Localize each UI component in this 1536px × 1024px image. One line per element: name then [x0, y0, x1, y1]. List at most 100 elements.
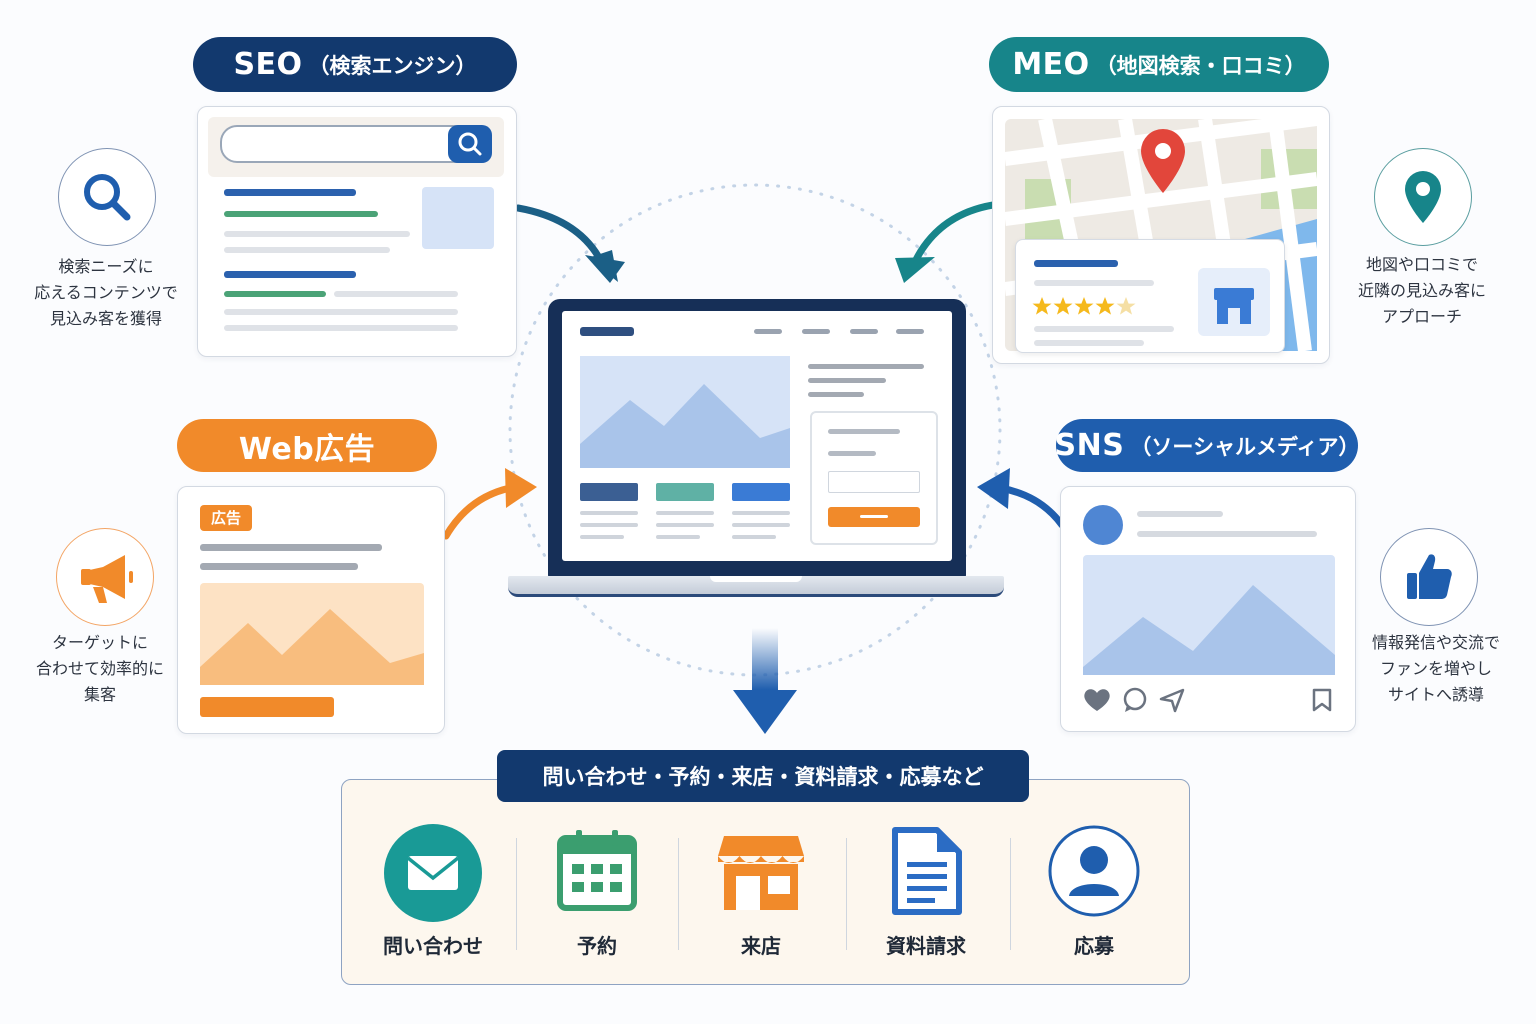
webad-title: Web広告 — [238, 431, 376, 467]
sns-post-card — [1060, 486, 1356, 732]
business-text-line — [1034, 280, 1154, 286]
laptop-notch — [710, 576, 802, 582]
post-text-line — [1137, 531, 1317, 537]
store-icon — [1214, 288, 1254, 324]
result-text-line — [224, 231, 410, 237]
webad-description: ターゲットに 合わせて効率的に 集客 — [35, 633, 164, 704]
site-text-line — [580, 535, 624, 539]
search-button[interactable] — [448, 125, 492, 163]
laptop-base — [508, 576, 1004, 597]
sns-icon-badge — [1380, 528, 1478, 626]
result-url-line — [224, 291, 326, 297]
form-input[interactable] — [828, 471, 920, 493]
sns-arrowhead — [977, 468, 1010, 509]
share-icon[interactable] — [1159, 687, 1187, 713]
result-text-line — [224, 309, 458, 315]
down-arrow-head — [733, 690, 797, 734]
site-nav-item — [802, 329, 830, 334]
search-icon — [458, 132, 482, 156]
meo-arrowhead — [895, 257, 935, 283]
site-nav-item — [754, 329, 782, 334]
conversion-heading: 問い合わせ・予約・来店・資料請求・応募など — [497, 750, 1029, 802]
result-title-line — [224, 189, 356, 196]
webad-arrowhead — [505, 468, 537, 508]
form-label-line — [828, 429, 900, 434]
document-icon — [892, 827, 962, 915]
down-arrow-shaft — [752, 628, 778, 690]
meo-title: MEO — [1012, 47, 1090, 82]
site-form — [810, 411, 938, 545]
star-icon — [1053, 297, 1073, 315]
seo-search-card — [197, 106, 517, 357]
sns-arrow — [996, 484, 1066, 529]
site-text-line — [656, 535, 700, 539]
seo-subtitle: （検索エンジン） — [308, 53, 477, 78]
site-button-navy[interactable] — [580, 483, 638, 501]
sns-heading: SNS （ソーシャルメディア） — [1054, 419, 1360, 472]
form-label-line — [828, 451, 876, 456]
cta-label: 資料請求 — [886, 934, 966, 958]
user-icon — [1048, 825, 1140, 917]
webad-card: 広告 — [177, 486, 445, 734]
post-author-line — [1137, 511, 1223, 517]
laptop — [508, 299, 1004, 597]
site-hero-image — [580, 356, 790, 468]
site-button-teal[interactable] — [656, 483, 714, 501]
seo-description: 検索ニーズに 応えるコンテンツで 見込み客を獲得 — [34, 257, 178, 328]
business-info-panel — [1015, 239, 1285, 353]
result-text-line — [224, 325, 458, 331]
half-star-icon — [1116, 297, 1136, 315]
webad-icon-badge — [56, 528, 154, 626]
ad-text-line — [200, 563, 358, 570]
result-url-line — [224, 211, 378, 217]
cta-label: 応募 — [1074, 934, 1114, 958]
star-icon — [1032, 297, 1052, 315]
seo-title: SEO — [233, 47, 303, 82]
store-thumbnail — [1198, 268, 1270, 336]
cta-label: 問い合わせ — [383, 934, 483, 958]
divider — [678, 838, 679, 950]
heart-icon[interactable] — [1083, 687, 1111, 713]
comment-icon[interactable] — [1121, 687, 1149, 713]
rating-stars — [1032, 297, 1136, 315]
ad-image — [200, 583, 424, 685]
cta-label: 来店 — [741, 934, 781, 958]
seo-icon-badge — [58, 148, 156, 246]
result-text-line — [224, 247, 390, 253]
site-text-line — [732, 535, 776, 539]
calendar-icon — [557, 830, 637, 911]
location-pin-icon — [1405, 171, 1441, 223]
site-button-blue[interactable] — [732, 483, 790, 501]
megaphone-icon — [81, 555, 133, 603]
map-pin-icon — [1141, 129, 1185, 193]
sns-subtitle: （ソーシャルメディア） — [1130, 434, 1360, 459]
cta-label: 予約 — [577, 934, 617, 958]
site-text-line — [580, 523, 638, 527]
result-thumbnail — [422, 187, 494, 249]
site-text-line — [808, 364, 924, 369]
webad-heading: Web広告 — [177, 419, 437, 472]
store-icon — [718, 836, 804, 910]
site-nav-item — [896, 329, 924, 334]
meo-description: 地図や口コミで 近隣の見込み客に アプローチ — [1357, 255, 1486, 326]
site-nav-item — [850, 329, 878, 334]
ad-badge: 広告 — [200, 505, 252, 531]
site-text-line — [808, 392, 864, 397]
form-submit-button[interactable] — [828, 507, 920, 527]
site-text-line — [732, 523, 790, 527]
bookmark-icon[interactable] — [1309, 687, 1335, 713]
site-text-line — [732, 511, 790, 515]
divider — [516, 838, 517, 950]
thumbs-up-icon — [1407, 554, 1452, 599]
meo-map-card — [992, 106, 1330, 364]
business-text-line — [1034, 326, 1174, 332]
sns-description: 情報発信や交流で ファンを増やし サイトへ誘導 — [1371, 633, 1500, 704]
site-text-line — [580, 511, 638, 515]
meo-subtitle: （地図検索・口コミ） — [1095, 53, 1306, 78]
sns-title: SNS — [1054, 428, 1125, 463]
business-text-line — [1034, 340, 1144, 346]
star-icon — [1074, 297, 1094, 315]
meo-heading: MEO （地図検索・口コミ） — [989, 37, 1329, 92]
ad-cta-button[interactable] — [200, 697, 334, 717]
